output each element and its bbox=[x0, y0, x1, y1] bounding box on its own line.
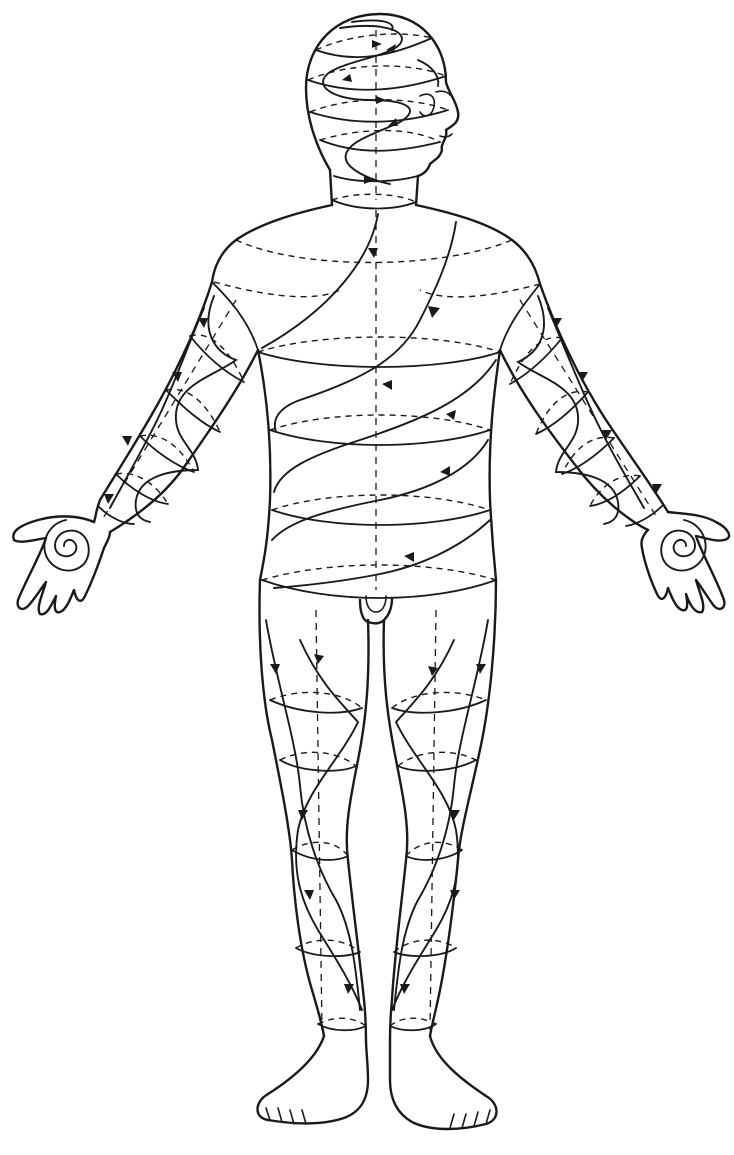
right-arm-axis bbox=[520, 300, 656, 516]
groin-outline bbox=[360, 598, 392, 623]
palm-spiral-icon bbox=[44, 520, 705, 571]
arrow-icon bbox=[304, 890, 314, 900]
right-hand-outline bbox=[641, 512, 729, 612]
head-outline bbox=[306, 14, 458, 176]
eye-outline bbox=[436, 91, 450, 95]
arrow-icon bbox=[342, 74, 352, 82]
torso-right-side bbox=[490, 350, 500, 580]
arrow-icon bbox=[382, 380, 392, 390]
right-arm-bands bbox=[500, 284, 662, 526]
arrow-icon bbox=[198, 318, 208, 328]
right-foot-outline bbox=[390, 1036, 497, 1129]
left-arm-spiral bbox=[110, 296, 236, 522]
right-leg-outer bbox=[430, 580, 496, 1036]
arrow-icon bbox=[270, 664, 280, 674]
arrow-icon bbox=[428, 306, 440, 318]
torso-spiral bbox=[262, 214, 496, 588]
right-leg-bands bbox=[390, 692, 486, 1030]
arrow-icon bbox=[372, 40, 382, 48]
neck-outline bbox=[330, 170, 418, 205]
arrow-icon bbox=[314, 654, 324, 664]
left-foot-outline bbox=[258, 1036, 369, 1124]
left-leg-inner bbox=[347, 620, 369, 1040]
head-bands bbox=[308, 34, 448, 209]
torso-left-side bbox=[258, 350, 270, 580]
arrow-icon bbox=[440, 466, 450, 476]
body-axes bbox=[102, 30, 656, 1030]
arrow-icon bbox=[298, 810, 308, 820]
arrow-icon bbox=[404, 552, 414, 562]
left-leg-outer bbox=[260, 580, 325, 1036]
head-spiral bbox=[323, 20, 438, 184]
left-hand-outline bbox=[13, 516, 110, 614]
arrow-icon bbox=[446, 410, 456, 420]
arrow-icon bbox=[122, 436, 132, 446]
left-palm-spiral bbox=[44, 520, 88, 571]
arrow-icon bbox=[376, 96, 386, 104]
right-leg-inner bbox=[384, 620, 408, 1040]
